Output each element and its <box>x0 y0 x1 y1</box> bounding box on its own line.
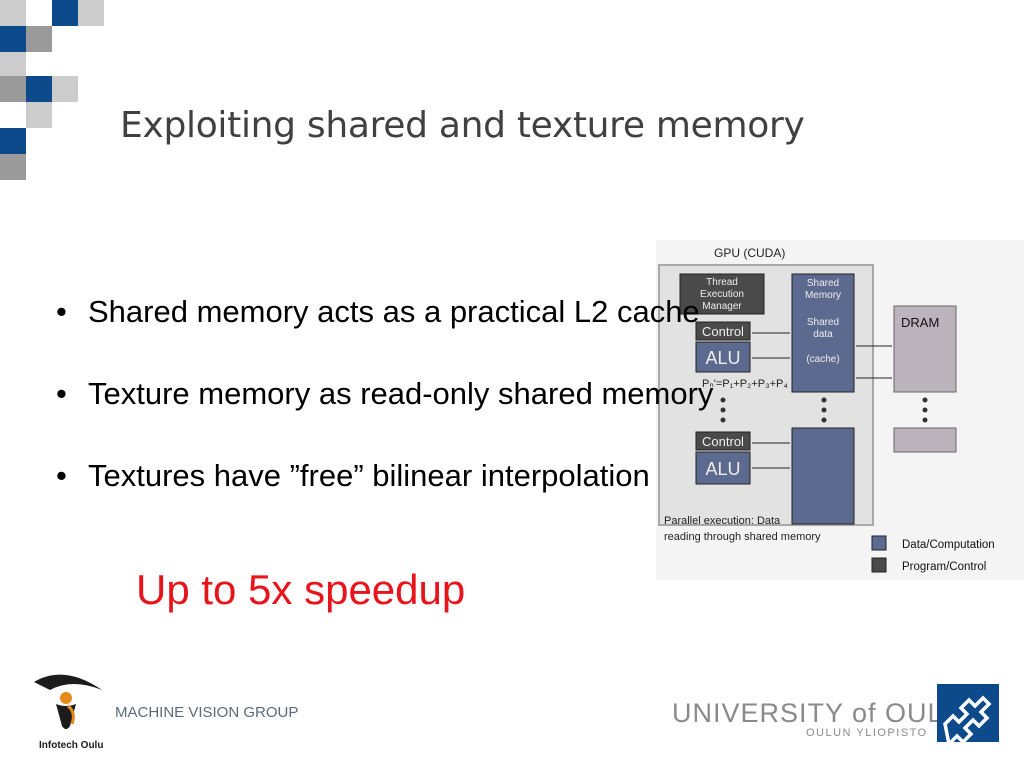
deco-square <box>0 26 26 52</box>
logo-swoosh <box>34 674 102 690</box>
continuation-dot <box>922 397 928 403</box>
shared-data-line: data <box>813 329 833 340</box>
bullet-item: • Shared memory acts as a practical L2 ca… <box>56 294 713 376</box>
legend-label: Data/Computation <box>902 539 995 551</box>
university-name: UNIVERSITY of OULU <box>672 698 965 728</box>
logo-accent <box>67 704 75 725</box>
shared-memory-block <box>791 273 855 393</box>
caption-line: Parallel execution: Data <box>664 515 781 527</box>
logo-pattern <box>943 695 992 742</box>
legend-swatch-data <box>871 535 887 551</box>
bullet-item: • Texture memory as read-only shared memo… <box>56 376 713 458</box>
continuation-dot <box>821 407 827 413</box>
deco-square <box>0 0 26 26</box>
control-block <box>695 431 751 451</box>
formula-text: Pₙ'=P₁+P₂+P₃+P₄ <box>702 378 788 390</box>
deco-square <box>0 76 26 102</box>
speedup-highlight: Up to 5x speedup <box>136 566 466 613</box>
alu-label: ALU <box>705 459 740 479</box>
continuation-dot <box>821 417 827 423</box>
logo-text: Infotech Oulu <box>39 740 103 751</box>
deco-square <box>26 102 52 128</box>
shared-memory-line: Shared <box>807 278 839 289</box>
slide-title: Exploiting shared and texture memory <box>120 105 805 146</box>
deco-square <box>78 0 104 26</box>
deco-square <box>0 128 26 154</box>
control-label: Control <box>702 324 744 339</box>
alu-block <box>695 341 751 373</box>
thread-manager-line: Manager <box>702 301 742 312</box>
caption-line: reading through shared memory <box>664 531 821 543</box>
legend-swatch-control <box>871 557 887 573</box>
bullet-item: • Textures have ”free” bilinear interpola… <box>56 458 713 540</box>
deco-square <box>0 52 26 78</box>
bullet-dot: • <box>56 376 67 411</box>
thread-manager-line: Execution <box>700 289 744 300</box>
control-block <box>695 321 751 341</box>
logo-head <box>60 692 72 704</box>
continuation-dot <box>720 417 726 423</box>
university-subtitle: OULUN YLIOPISTO <box>806 727 928 739</box>
thread-execution-manager <box>679 273 765 315</box>
deco-square <box>26 26 52 52</box>
university-logo <box>937 684 999 742</box>
bullet-dot: • <box>56 458 67 493</box>
dram-block <box>893 305 957 393</box>
continuation-dot <box>720 397 726 403</box>
cache-label: (cache) <box>806 354 839 365</box>
machine-vision-group: MACHINE VISION GROUP <box>115 704 299 721</box>
bullet-text: Shared memory acts as a practical L2 cac… <box>88 294 700 329</box>
shared-memory-line: Memory <box>805 290 841 301</box>
bullet-text: Texture memory as read-only shared memor… <box>88 376 714 411</box>
alu-label: ALU <box>705 348 740 368</box>
gpu-cuda-diagram: GPU (CUDA) Thread Execution Manager Cont… <box>656 240 1024 580</box>
dram-label: DRAM <box>901 315 939 330</box>
shared-data-line: Shared <box>807 317 839 328</box>
continuation-dot <box>922 407 928 413</box>
infotech-oulu-logo: Infotech Oulu <box>34 674 103 751</box>
diagram-title: GPU (CUDA) <box>714 246 785 260</box>
continuation-dot <box>720 407 726 413</box>
alu-block <box>695 451 751 485</box>
control-label: Control <box>702 434 744 449</box>
thread-manager-line: Thread <box>706 277 738 288</box>
continuation-dot <box>821 397 827 403</box>
deco-square <box>26 76 52 102</box>
continuation-dot <box>922 417 928 423</box>
deco-square <box>0 154 26 180</box>
legend-label: Program/Control <box>902 561 986 573</box>
bullet-dot: • <box>56 294 67 329</box>
bullet-list: • Shared memory acts as a practical L2 ca… <box>56 294 713 540</box>
deco-square <box>52 76 78 102</box>
dram-block <box>893 427 957 453</box>
deco-square <box>52 0 78 26</box>
shared-memory-block <box>791 427 855 525</box>
bullet-text: Textures have ”free” bilinear interpolat… <box>88 458 650 493</box>
